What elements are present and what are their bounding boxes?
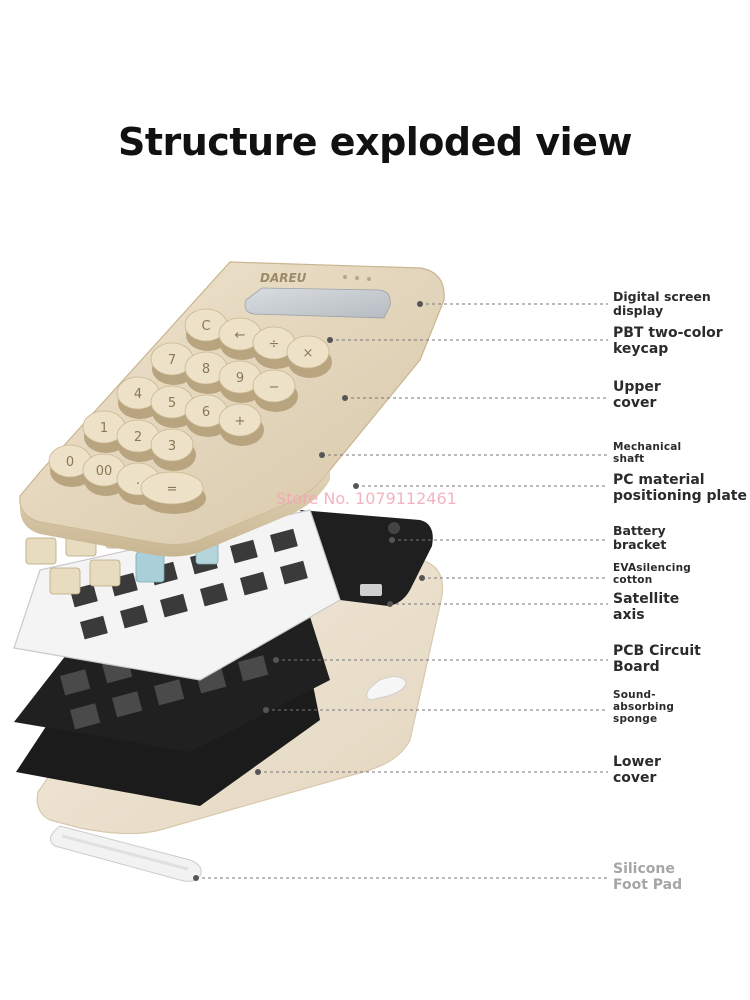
label-line: cover bbox=[613, 395, 657, 412]
label-silicone-foot-pad: Silicone Foot Pad bbox=[613, 861, 682, 893]
brand-logo: DAREU bbox=[260, 271, 307, 285]
positioning-plate-part bbox=[13, 509, 341, 681]
label-line: Silicone bbox=[613, 861, 675, 877]
keycap-key: 4 bbox=[116, 376, 162, 419]
keycap-legend: − bbox=[269, 380, 280, 395]
keycap-legend: C bbox=[201, 319, 210, 334]
page-title: Structure exploded view bbox=[117, 120, 633, 164]
label-line: PC material bbox=[613, 472, 705, 488]
label-line: EVAsilencing bbox=[613, 562, 691, 574]
label-line: Mechanical bbox=[613, 441, 682, 453]
keycap-key: C bbox=[184, 308, 230, 351]
keycap-key: 3 bbox=[150, 428, 196, 471]
label-line: absorbing bbox=[613, 701, 675, 714]
keycap-legend: 00 bbox=[96, 464, 113, 479]
keycap-key: 5 bbox=[150, 385, 196, 428]
label-satellite-axis: Satellite axis bbox=[613, 591, 679, 623]
label-sound-absorbing-sponge: Sound- absorbing sponge bbox=[613, 689, 674, 725]
keycap-legend: 6 bbox=[202, 405, 210, 420]
label-upper-cover: Upper cover bbox=[613, 379, 661, 411]
keycap-key: 9 bbox=[218, 360, 264, 403]
watermark-text: Store No. 1079112461 bbox=[276, 489, 457, 508]
keycap-key: + bbox=[218, 403, 264, 446]
label-line: PCB Circuit bbox=[613, 643, 701, 659]
leader-dots bbox=[193, 301, 425, 881]
keycap-key: × bbox=[286, 335, 332, 378]
label-digital-screen-display: Digital screen display bbox=[613, 289, 711, 319]
keycap-key: 7 bbox=[150, 342, 196, 385]
keycap-legend: ← bbox=[235, 328, 246, 343]
keycap-legend: 7 bbox=[168, 353, 176, 368]
label-line: shaft bbox=[613, 453, 645, 466]
label-line: axis bbox=[613, 607, 645, 624]
keycap-legend: 8 bbox=[202, 362, 210, 377]
keycap-key: 6 bbox=[184, 394, 230, 437]
keycap-key: ← bbox=[218, 317, 264, 360]
keycap-key: ÷ bbox=[252, 326, 298, 369]
keycap-legend: 2 bbox=[134, 430, 142, 445]
keycap-legend: 3 bbox=[168, 439, 176, 454]
label-line: Upper bbox=[613, 379, 661, 395]
label-battery-bracket: Battery bracket bbox=[613, 523, 667, 553]
keycap-legend: + bbox=[235, 414, 246, 429]
keycap-legend: 5 bbox=[168, 396, 176, 411]
label-line: bracket bbox=[613, 537, 667, 553]
keycap-key: 00 bbox=[82, 453, 128, 496]
label-line: Sound- bbox=[613, 689, 656, 701]
label-line: Battery bbox=[613, 523, 666, 538]
silicone-foot-pad-part bbox=[50, 825, 202, 882]
keycap-key: 2 bbox=[116, 419, 162, 462]
label-line: cover bbox=[613, 770, 657, 787]
keycap-legend: . bbox=[136, 473, 140, 488]
keycap-key: 8 bbox=[184, 351, 230, 394]
label-line: Foot Pad bbox=[613, 877, 683, 894]
keycap-legend: 9 bbox=[236, 371, 244, 386]
label-lower-cover: Lower cover bbox=[613, 754, 661, 786]
keycap-key: 1 bbox=[82, 410, 128, 453]
label-pbt-keycap: PBT two-color keycap bbox=[613, 325, 723, 357]
label-line: positioning plate bbox=[613, 488, 747, 505]
keycap-legend: ÷ bbox=[269, 337, 280, 352]
label-line: Board bbox=[613, 659, 660, 676]
label-eva-silencing-cotton: EVAsilencing cotton bbox=[613, 562, 691, 586]
keycap-legend: = bbox=[167, 482, 178, 497]
label-pcb-circuit-board: PCB Circuit Board bbox=[613, 643, 701, 675]
keycap-key: − bbox=[252, 369, 298, 412]
battery-bracket-part bbox=[300, 510, 433, 606]
label-line: sponge bbox=[613, 713, 658, 726]
label-mechanical-shaft: Mechanical shaft bbox=[613, 441, 681, 465]
label-pc-positioning-plate: PC material positioning plate bbox=[613, 472, 747, 504]
label-line: Satellite bbox=[613, 591, 680, 607]
label-line: display bbox=[613, 303, 664, 319]
keycap-legend: 4 bbox=[134, 387, 142, 402]
keycap-legend: × bbox=[303, 346, 314, 361]
leader-lines bbox=[196, 303, 608, 879]
label-line: Lower bbox=[613, 754, 661, 770]
label-line: keycap bbox=[613, 341, 669, 358]
label-line: PBT two-color bbox=[613, 325, 723, 341]
label-line: cotton bbox=[613, 574, 653, 587]
keycap-legend: 0 bbox=[66, 455, 74, 470]
keycap-key: 0 bbox=[48, 444, 94, 487]
label-line: Digital screen bbox=[613, 289, 711, 304]
keycap-legend: 1 bbox=[100, 421, 108, 436]
keycap-key: = bbox=[140, 471, 206, 514]
